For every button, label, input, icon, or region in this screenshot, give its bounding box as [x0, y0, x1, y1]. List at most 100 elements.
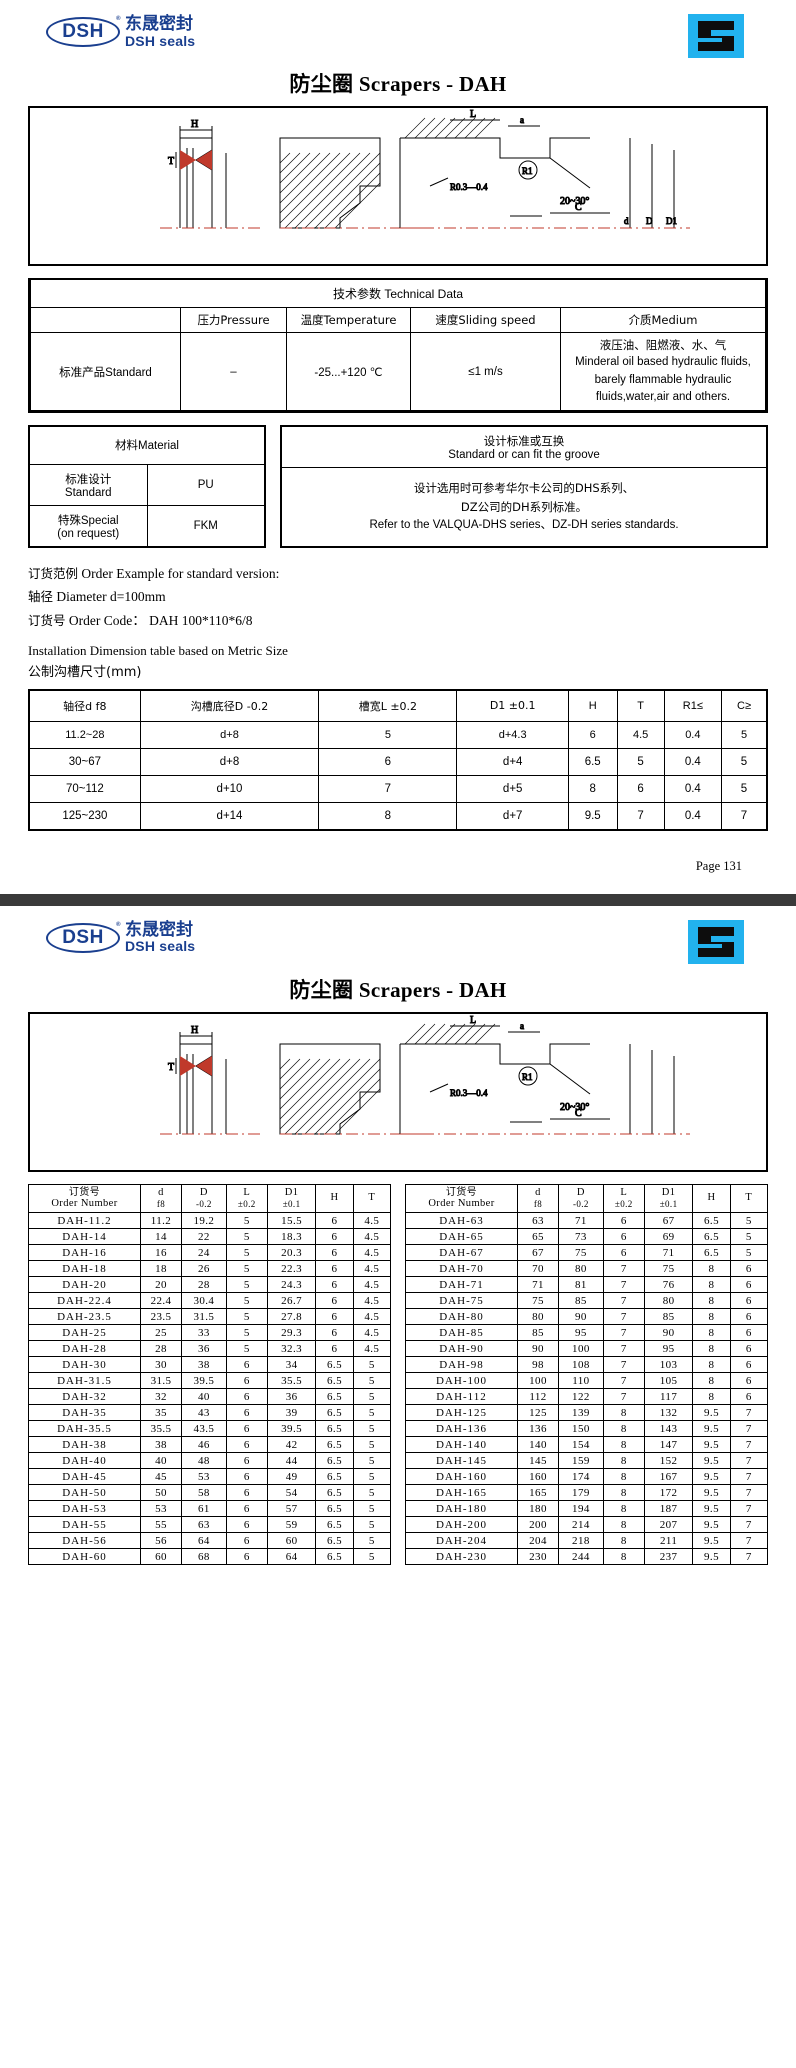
table-row-caption: 技术参数 Technical Data [30, 280, 766, 308]
ot-cell-6: 4.5 [352, 1228, 392, 1246]
ot-cell-5: 6.5 [315, 1372, 354, 1390]
ot-cell-2: 80 [558, 1260, 604, 1278]
page-number-1: Page 131 [695, 858, 742, 873]
material-standard-value: PU [146, 463, 266, 506]
order-number-cell: DAH-35.5 [28, 1420, 141, 1438]
ot-cell-2: 19.2 [181, 1212, 227, 1230]
medium-en-1: Minderal oil based hydraulic fluids, [575, 356, 751, 369]
ot-cell-5: 9.5 [692, 1436, 731, 1454]
design-standard-table: 设计标准或互换 Standard or can fit the groove 设… [280, 425, 768, 548]
ot-cell-6: 5 [729, 1212, 769, 1230]
ot-cell-5: 8 [692, 1324, 731, 1342]
ot-cell-2: 150 [558, 1420, 604, 1438]
ot-th-L: L±0.2 [602, 1183, 645, 1214]
ot-cell-1: 35 [139, 1404, 183, 1422]
technical-drawing-1: H T [28, 106, 768, 266]
order-number-cell: DAH-204 [405, 1532, 518, 1550]
ot-th-D1: D1±0.1 [643, 1183, 694, 1214]
ot-cell-3: 8 [602, 1532, 645, 1550]
ot-cell-6: 5 [352, 1500, 392, 1518]
logo-mark-text: DSH [62, 21, 104, 43]
tech-data-caption: 技术参数 Technical Data [30, 280, 766, 308]
ot-cell-4: 32.3 [266, 1340, 317, 1358]
ot-cell-1: 31.5 [139, 1372, 183, 1390]
ot-cell-6: 4.5 [352, 1292, 392, 1310]
ot-cell-1: 70 [516, 1260, 560, 1278]
ot-cell-4: 59 [266, 1516, 317, 1534]
ot-cell-6: 5 [352, 1356, 392, 1374]
svg-text:C: C [575, 202, 582, 213]
svg-text:L: L [470, 109, 476, 120]
ot-th-T: T [729, 1183, 769, 1214]
ot-cell-2: 75 [558, 1244, 604, 1262]
dim-th-7: C≥ [721, 689, 768, 722]
ot-th-D1: D1±0.1 [266, 1183, 317, 1214]
ot-cell-6: 7 [729, 1404, 769, 1422]
ot-cell-2: 139 [558, 1404, 604, 1422]
ot-cell-1: 38 [139, 1436, 183, 1454]
th-sliding-speed: 速度Sliding speed [410, 307, 561, 333]
ot-cell-3: 5 [225, 1276, 268, 1294]
ot-cell-5: 8 [692, 1356, 731, 1374]
dim-cell-5: 4.5 [616, 720, 665, 749]
table-row-header: 压力Pressure 温度Temperature 速度Sliding speed… [30, 307, 766, 333]
ot-cell-1: 22.4 [139, 1292, 183, 1310]
ot-cell-4: 143 [643, 1420, 694, 1438]
ot-cell-2: 61 [181, 1500, 227, 1518]
standard-body: 设计选用时可参考华尔卡公司的DHS系列、 DZ公司的DH系列标准。 Refer … [280, 467, 768, 547]
dim-cell-0: 11.2~28 [28, 720, 141, 749]
order-number-cell: DAH-53 [28, 1500, 141, 1518]
ot-cell-1: 145 [516, 1452, 560, 1470]
dim-th-3: D1 ±0.1 [456, 689, 569, 722]
technical-drawing-2: H T [28, 1011, 768, 1172]
dsh-logo-mark: DSH ® [46, 16, 121, 48]
dim-cell-2: 6 [318, 747, 458, 776]
ot-cell-3: 7 [602, 1292, 645, 1310]
ot-cell-1: 28 [139, 1340, 183, 1358]
ot-cell-3: 8 [602, 1420, 645, 1438]
svg-text:a: a [520, 1021, 524, 1031]
td-row-label: 标准产品Standard [30, 332, 181, 411]
ot-cell-5: 8 [692, 1372, 731, 1390]
ot-cell-4: 49 [266, 1468, 317, 1486]
ot-cell-4: 44 [266, 1452, 317, 1470]
ot-cell-6: 6 [729, 1324, 769, 1342]
ot-cell-6: 6 [729, 1276, 769, 1294]
ot-cell-6: 7 [729, 1532, 769, 1550]
svg-text:R0.3—0.4: R0.3—0.4 [450, 1088, 488, 1098]
ot-cell-4: 54 [266, 1484, 317, 1502]
ot-cell-6: 4.5 [352, 1308, 392, 1326]
ot-cell-1: 50 [139, 1484, 183, 1502]
ot-cell-3: 6 [225, 1372, 268, 1390]
dim-cell-2: 7 [318, 774, 458, 803]
ot-cell-1: 180 [516, 1500, 560, 1518]
ot-cell-6: 5 [352, 1420, 392, 1438]
ot-cell-4: 85 [643, 1308, 694, 1326]
ot-cell-2: 95 [558, 1324, 604, 1342]
ot-cell-1: 25 [139, 1324, 183, 1342]
ot-cell-2: 26 [181, 1260, 227, 1278]
svg-text:d: d [624, 216, 629, 226]
order-number-cell: DAH-71 [405, 1276, 518, 1294]
dim-cell-4: 6.5 [567, 747, 618, 776]
installation-note-en: Installation Dimension table based on Me… [28, 643, 288, 659]
ot-cell-6: 7 [729, 1468, 769, 1486]
svg-text:20~30°: 20~30° [560, 1102, 589, 1113]
ot-cell-5: 6 [315, 1244, 354, 1262]
ot-cell-6: 7 [729, 1452, 769, 1470]
ot-cell-4: 147 [643, 1436, 694, 1454]
standard-body-en: Refer to the VALQUA-DHS series、DZ-DH ser… [369, 518, 679, 531]
dim-cell-0: 30~67 [28, 747, 141, 776]
